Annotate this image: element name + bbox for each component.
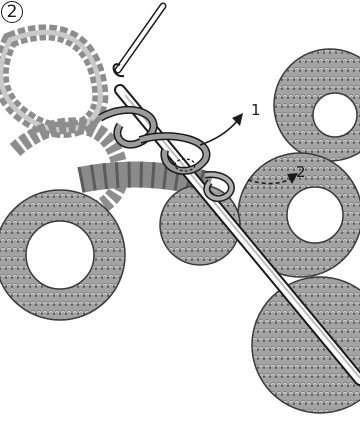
crochet-hook-icon [114,6,163,76]
arrow-1-label: 1 [251,101,261,119]
arrow-1 [200,113,243,145]
arrow-2-label: 2 [296,163,306,181]
step-number-badge: 2 [1,1,23,23]
